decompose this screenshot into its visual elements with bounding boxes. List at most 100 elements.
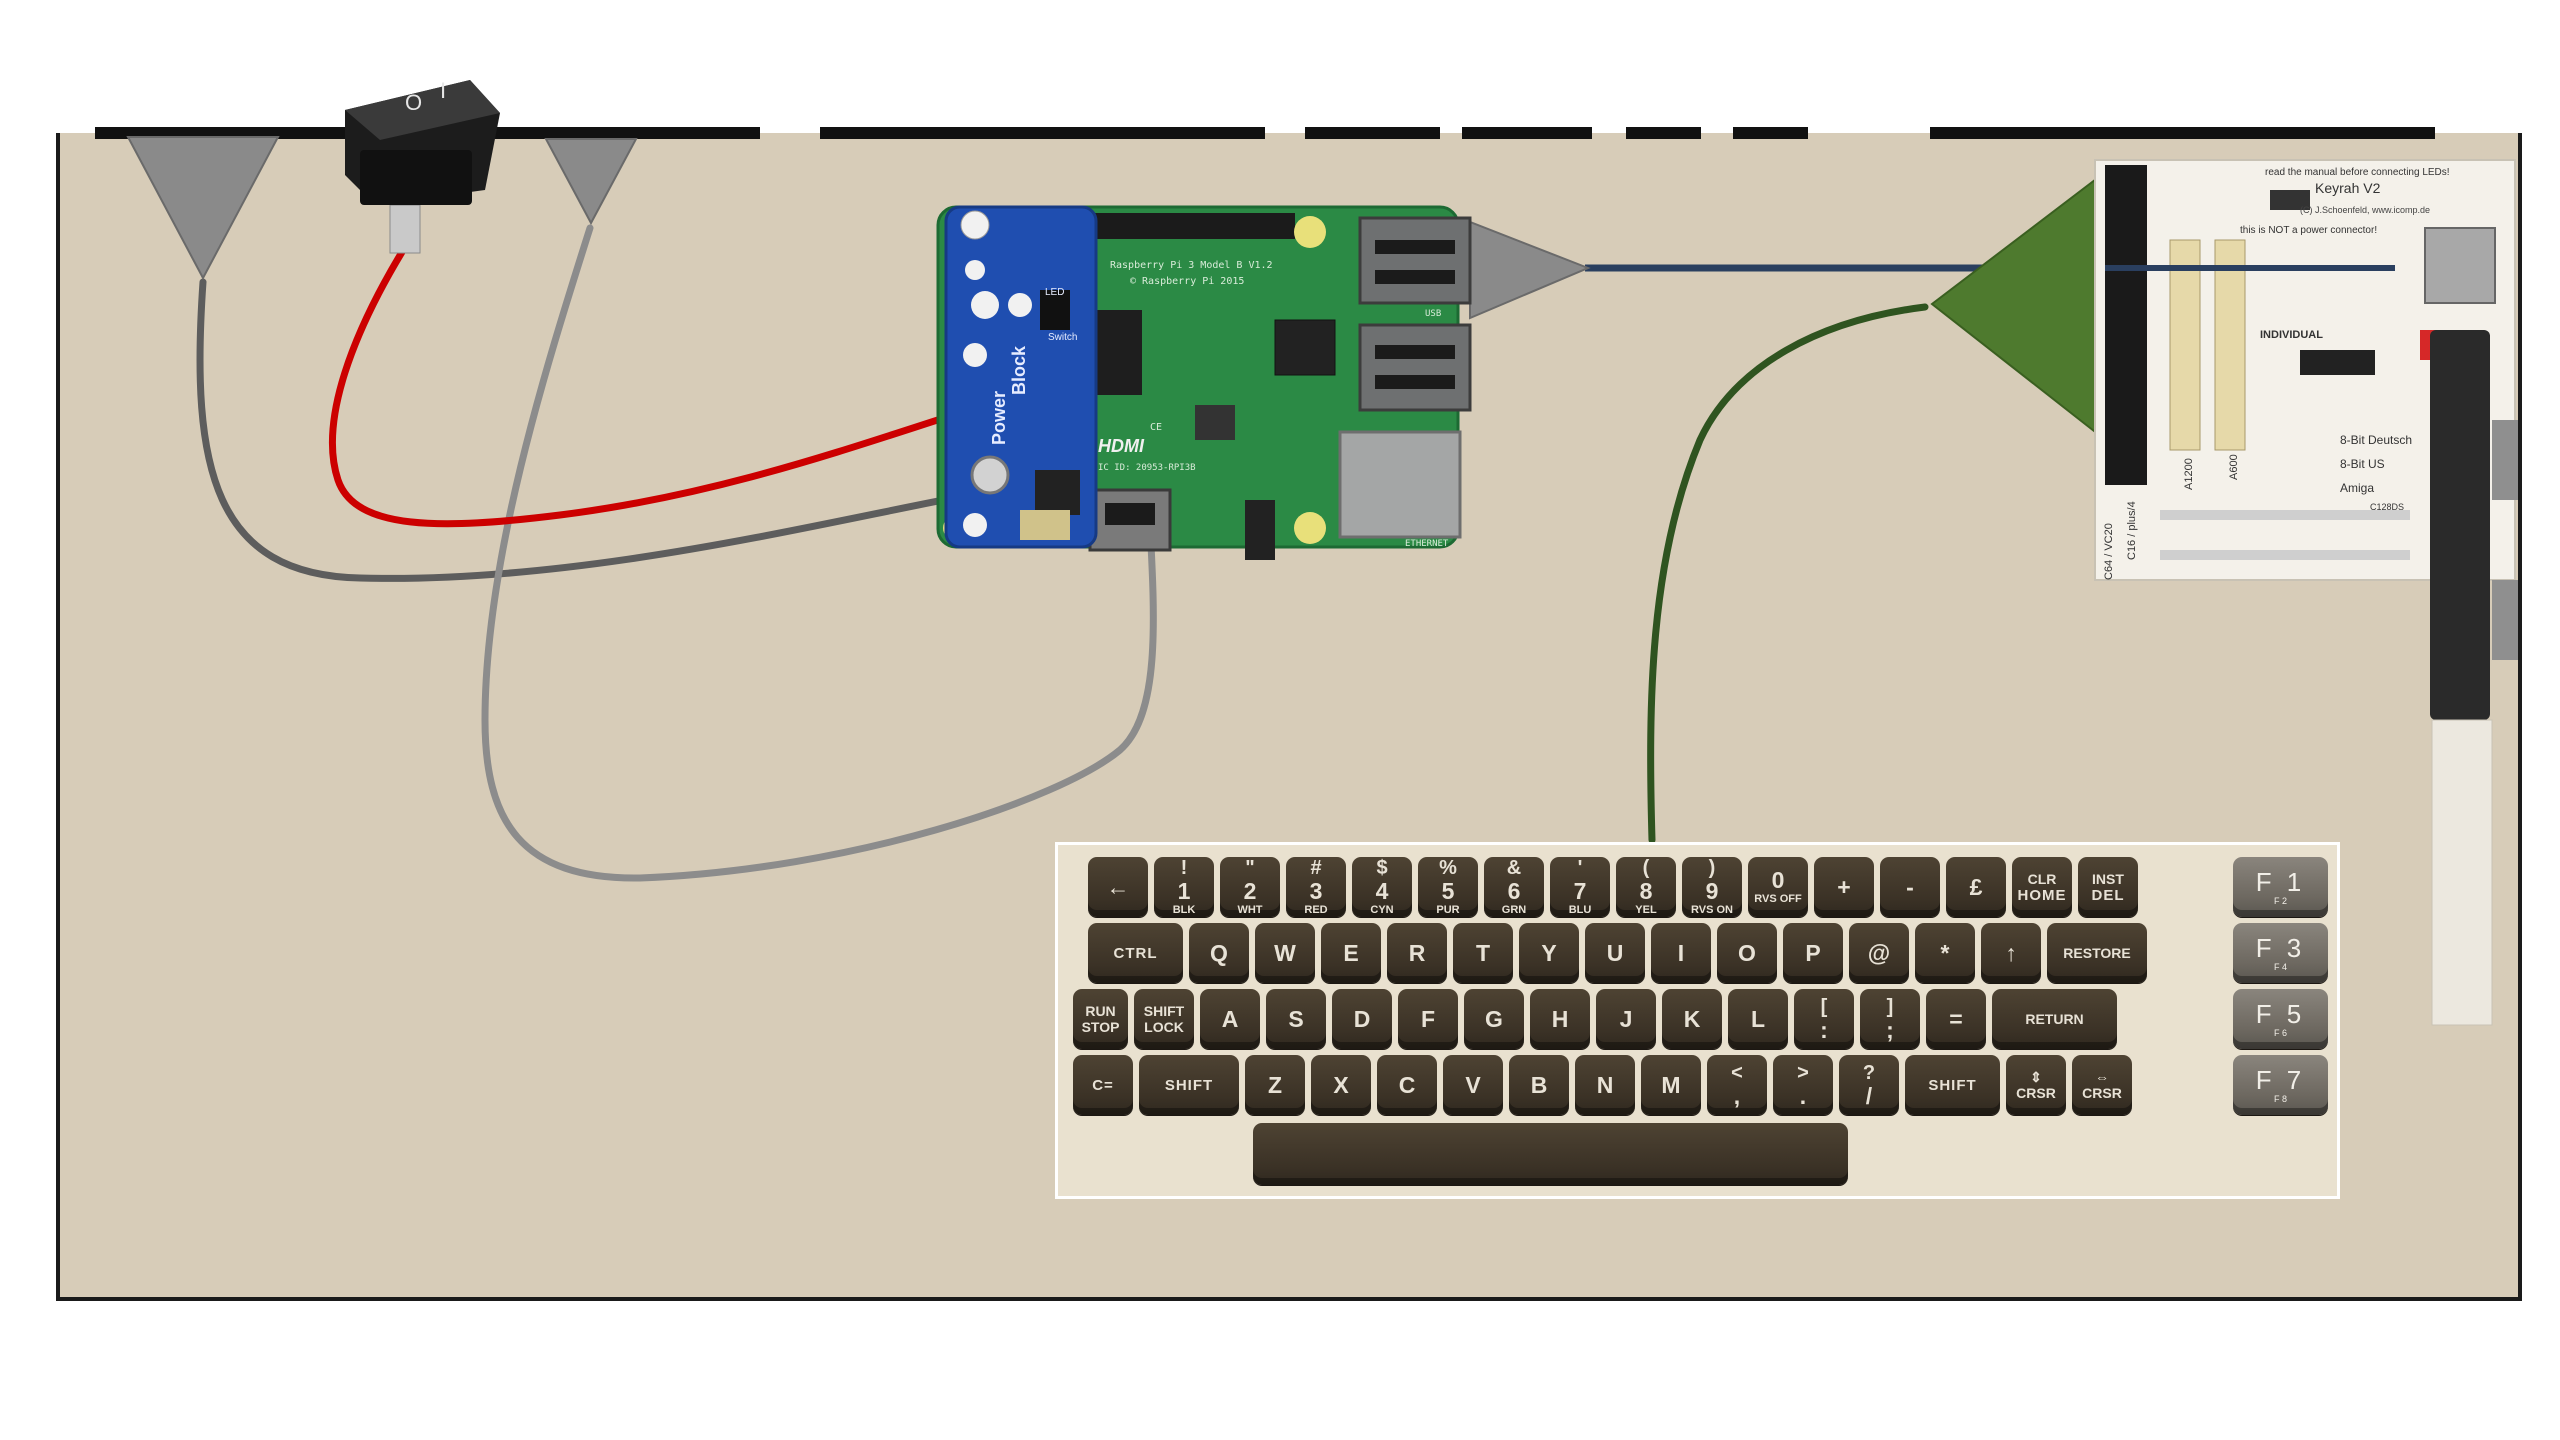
key-legend: L bbox=[1750, 1005, 1766, 1032]
key-1-1[interactable]: Q bbox=[1189, 923, 1249, 983]
key-3-11[interactable]: ?/ bbox=[1839, 1055, 1899, 1115]
key-3-4[interactable]: C bbox=[1377, 1055, 1437, 1115]
key-1-9[interactable]: O bbox=[1717, 923, 1777, 983]
key-1-14[interactable]: RESTORE bbox=[2047, 923, 2147, 983]
key-2-7[interactable]: H bbox=[1530, 989, 1590, 1049]
key-3-0[interactable]: C= bbox=[1073, 1055, 1133, 1115]
key-3-8[interactable]: M bbox=[1641, 1055, 1701, 1115]
key-2-13[interactable]: = bbox=[1926, 989, 1986, 1049]
keyrah-label-name: Keyrah V2 bbox=[2315, 180, 2381, 196]
key-3-5[interactable]: V bbox=[1443, 1055, 1503, 1115]
mount-hole bbox=[1294, 512, 1326, 544]
key-legend: 4 bbox=[1375, 878, 1389, 904]
key-3-12[interactable]: SHIFT bbox=[1905, 1055, 2000, 1115]
key-legend: N bbox=[1596, 1071, 1614, 1098]
key-1-0[interactable]: CTRL bbox=[1088, 923, 1183, 983]
fkey-legend: F 1 bbox=[2255, 866, 2306, 897]
key-1-11[interactable]: @ bbox=[1849, 923, 1909, 983]
key-2-4[interactable]: D bbox=[1332, 989, 1392, 1049]
key-3-9[interactable]: <, bbox=[1707, 1055, 1767, 1115]
key-2-11[interactable]: [: bbox=[1794, 989, 1854, 1049]
keyrah-label-amiga: Amiga bbox=[2340, 481, 2374, 495]
key-3-10[interactable]: >. bbox=[1773, 1055, 1833, 1115]
pi-label-copyright: © Raspberry Pi 2015 bbox=[1130, 276, 1244, 287]
key-2-3[interactable]: S bbox=[1266, 989, 1326, 1049]
key-3-7[interactable]: N bbox=[1575, 1055, 1635, 1115]
key-sub-legend: RVS ON bbox=[1691, 904, 1733, 916]
fkey-legend: F 7 bbox=[2255, 1064, 2306, 1095]
fkey-sub-legend: F 6 bbox=[2273, 1027, 2287, 1038]
key-1-3[interactable]: E bbox=[1321, 923, 1381, 983]
wire-dark-grey bbox=[196, 278, 1054, 582]
key-1-7[interactable]: U bbox=[1585, 923, 1645, 983]
key-space-bar[interactable] bbox=[1253, 1123, 1848, 1185]
case-edge-segment bbox=[1626, 127, 1701, 139]
key-2-2[interactable]: A bbox=[1200, 989, 1260, 1049]
key-3-14[interactable]: ⇔CRSR bbox=[2072, 1055, 2132, 1115]
key-legend: W bbox=[1274, 939, 1296, 966]
key-2-5[interactable]: F bbox=[1398, 989, 1458, 1049]
keyrah-label-a1200: A1200 bbox=[2183, 458, 2195, 490]
case-edge-segment bbox=[1305, 127, 1440, 139]
audio-jack bbox=[1245, 500, 1275, 560]
key-3-13[interactable]: ⇕CRSR bbox=[2006, 1055, 2066, 1115]
key-top-legend: ? bbox=[1862, 1061, 1876, 1084]
ethernet-port bbox=[1338, 430, 1462, 539]
key-legend: DEL bbox=[2091, 886, 2125, 904]
key-1-6[interactable]: Y bbox=[1519, 923, 1579, 983]
key-2-6[interactable]: G bbox=[1464, 989, 1524, 1049]
key-2-12[interactable]: ]; bbox=[1860, 989, 1920, 1049]
key-2-8[interactable]: J bbox=[1596, 989, 1656, 1049]
key-3-1[interactable]: SHIFT bbox=[1139, 1055, 1239, 1115]
keyrah-label-individual: INDIVIDUAL bbox=[2260, 329, 2323, 341]
key-3-6[interactable]: B bbox=[1509, 1055, 1569, 1115]
key-0-12[interactable]: - bbox=[1880, 857, 1940, 917]
pi-label-icid: IC ID: 20953-RPI3B bbox=[1098, 463, 1196, 473]
key-2-9[interactable]: K bbox=[1662, 989, 1722, 1049]
keyrah-label-a600: A600 bbox=[2228, 454, 2240, 480]
case-edge-segment bbox=[820, 127, 1265, 139]
key-0-0[interactable]: ← bbox=[1088, 857, 1148, 917]
key-2-10[interactable]: L bbox=[1728, 989, 1788, 1049]
key-1-5[interactable]: T bbox=[1453, 923, 1513, 983]
key-0-11[interactable]: + bbox=[1814, 857, 1874, 917]
key-1-10[interactable]: P bbox=[1783, 923, 1843, 983]
fkey-legend: F 5 bbox=[2255, 998, 2306, 1029]
key-0-13[interactable]: £ bbox=[1946, 857, 2006, 917]
cone-connector-usb bbox=[1469, 220, 1591, 320]
keyrah-label-c16: C16 / plus/4 bbox=[2126, 501, 2138, 560]
mount-hole bbox=[1294, 216, 1326, 248]
key-1-2[interactable]: W bbox=[1255, 923, 1315, 983]
power-switch: O I bbox=[345, 78, 500, 254]
key-1-13[interactable]: ↑ bbox=[1981, 923, 2041, 983]
key-legend: 9 bbox=[1705, 878, 1719, 904]
key-1-8[interactable]: I bbox=[1651, 923, 1711, 983]
key-3-2[interactable]: Z bbox=[1245, 1055, 1305, 1115]
key-legend: RESTORE bbox=[2063, 945, 2131, 961]
key-1-4[interactable]: R bbox=[1387, 923, 1447, 983]
key-1-12[interactable]: * bbox=[1915, 923, 1975, 983]
key-2-14[interactable]: RETURN bbox=[1992, 989, 2117, 1049]
key-3-3[interactable]: X bbox=[1311, 1055, 1371, 1115]
cone-connector-keyrah bbox=[1930, 167, 2109, 445]
key-legend: * bbox=[1940, 939, 1950, 966]
